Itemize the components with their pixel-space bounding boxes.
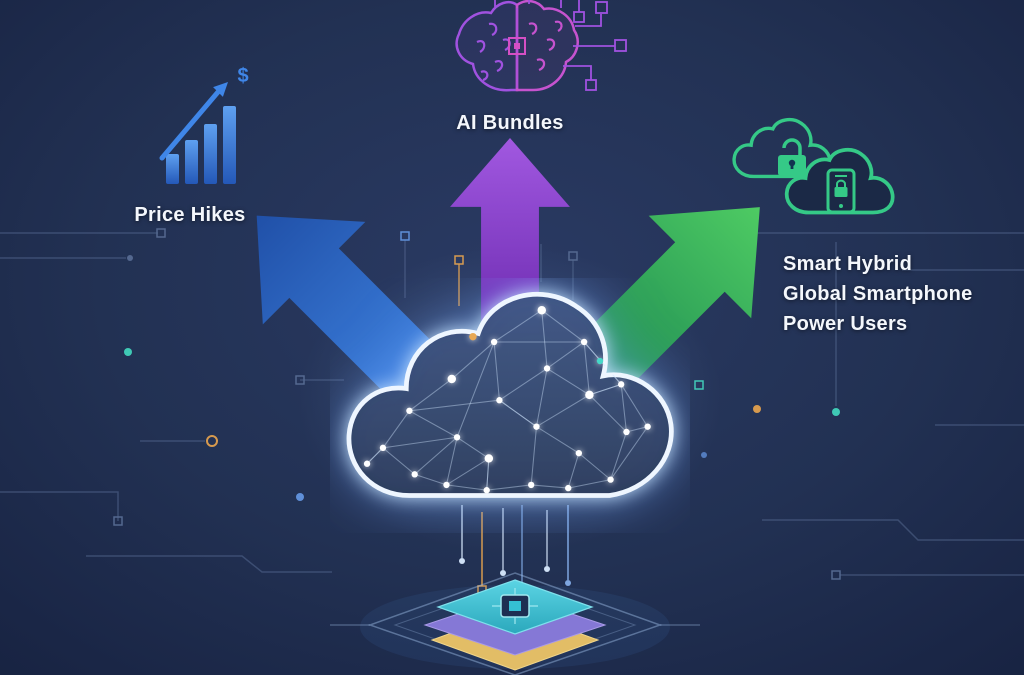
bar-chart-trend-dollar-icon: $ [159, 65, 249, 184]
dollar-glyph: $ [237, 65, 248, 87]
price-hikes-label: Price Hikes [134, 204, 246, 226]
arrow-up [450, 138, 570, 333]
arrow-up-left [256, 215, 445, 404]
ai-bundles-label: AI Bundles [456, 112, 564, 134]
power-users-line-3: Power Users [783, 313, 908, 335]
secure-cloud-lock-icon [732, 117, 895, 215]
power-users-line-2: Global Smartphone [783, 283, 973, 305]
arrow-up-right [565, 207, 760, 402]
chip-glyph [492, 588, 538, 624]
ai-brain-circuit-icon [455, 0, 627, 92]
network-nodes [363, 305, 651, 494]
layered-chip-platform-icon [330, 572, 700, 675]
network-cloud-icon [346, 291, 674, 498]
power-users-line-1: Smart Hybrid [783, 253, 913, 275]
smartphone-lock-glyph [826, 168, 856, 214]
power-users-label: Smart Hybrid Global Smartphone Power Use… [783, 249, 973, 339]
